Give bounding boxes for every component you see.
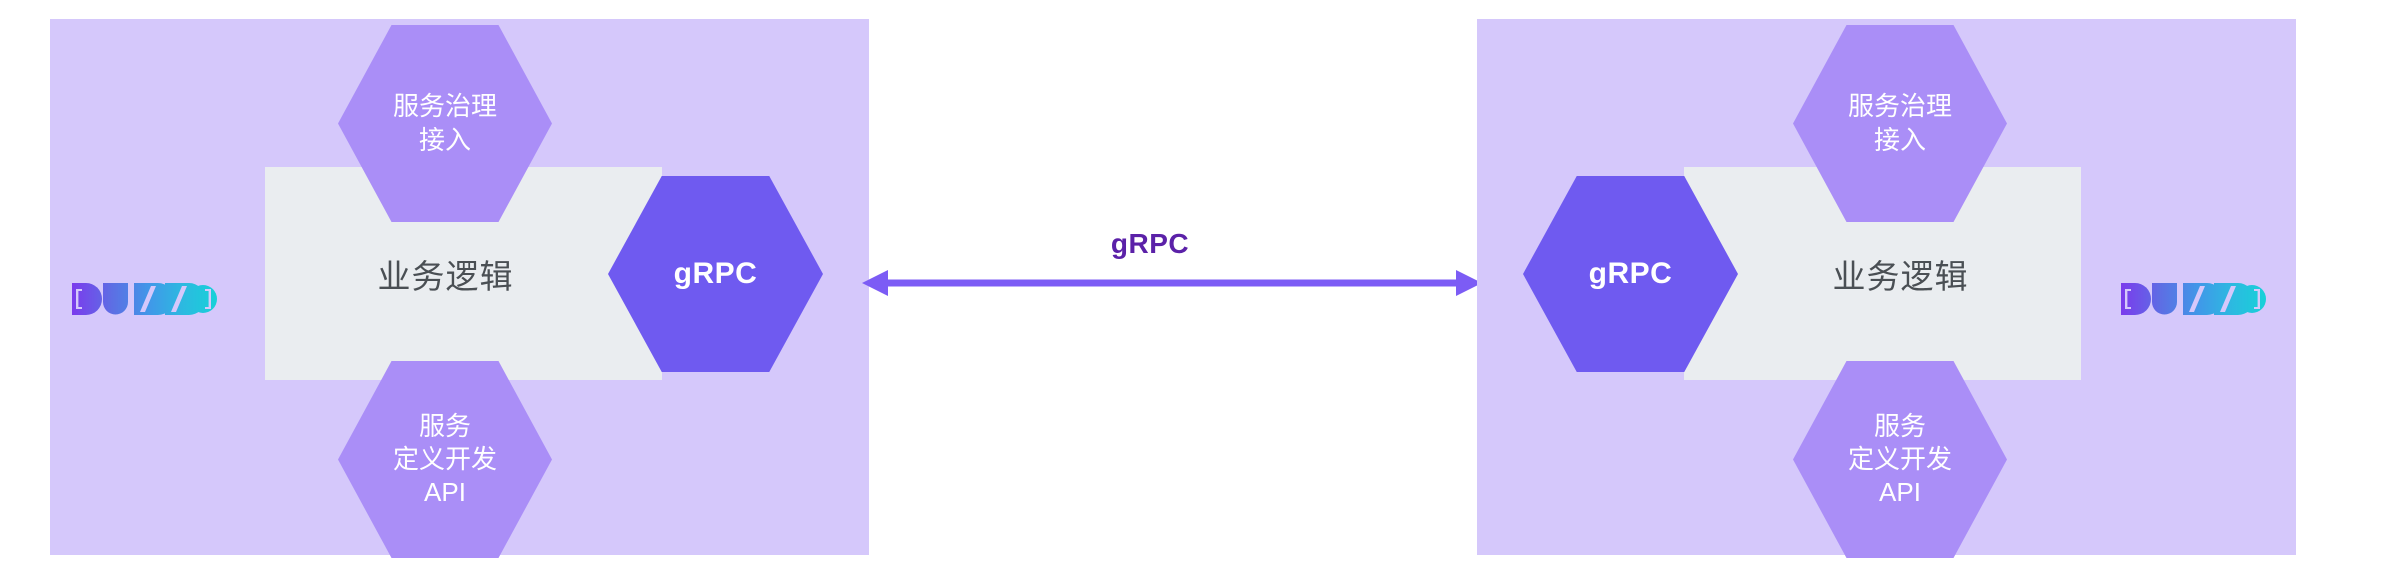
hexagon-service-api-left: 服务 定义开发 API xyxy=(338,361,552,558)
bidirectional-arrow-icon xyxy=(862,268,1482,298)
hexagon-grpc-label-right: gRPC xyxy=(1588,256,1673,290)
business-logic-label-right: 业务逻辑 xyxy=(1832,257,1969,295)
hex-line: 接入 xyxy=(418,124,471,155)
hex-line: 定义开发 xyxy=(1847,443,1952,474)
hex-line: 定义开发 xyxy=(392,443,497,474)
hex-line: 服务治理 xyxy=(1847,91,1952,122)
hexagon-grpc-label-left: gRPC xyxy=(673,256,758,290)
hex-line: 服务治理 xyxy=(392,91,497,122)
hex-line: API xyxy=(1879,477,1921,508)
service-panel-left: 业务逻辑 服务治理 接入 服务 定义开发 API gRPC xyxy=(50,19,869,558)
hexagon-service-api-label-left: 服务 定义开发 API xyxy=(379,410,511,510)
service-panel-right: 业务逻辑 服务治理 接入 服务 定义开发 API gRPC xyxy=(1477,19,2296,558)
hex-line: 服务 xyxy=(1873,410,1926,441)
hex-line: API xyxy=(424,477,466,508)
hexagon-service-governance-label-left: 服务治理 接入 xyxy=(379,90,511,157)
hex-line: 服务 xyxy=(418,410,471,441)
hexagon-service-api-label-right: 服务 定义开发 API xyxy=(1834,410,1966,510)
link-protocol-label: gRPC xyxy=(1110,228,1190,259)
hexagon-grpc-right: gRPC xyxy=(1523,176,1738,372)
business-logic-label-left: 业务逻辑 xyxy=(377,257,514,295)
hexagon-service-api-right: 服务 定义开发 API xyxy=(1793,361,2007,558)
hexagon-service-governance-label-right: 服务治理 接入 xyxy=(1834,90,1966,157)
dubbo-logo-right xyxy=(2120,281,2266,317)
hex-line: 接入 xyxy=(1873,124,1926,155)
dubbo-logo-left xyxy=(71,281,217,317)
